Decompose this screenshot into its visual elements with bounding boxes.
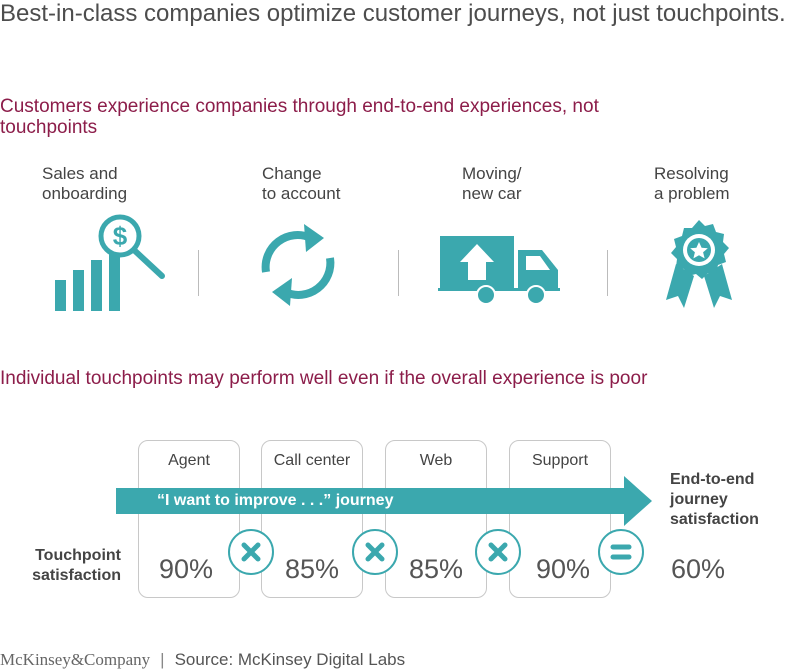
experience-label-change: Change to account — [262, 164, 340, 204]
touchpoint-card-agent — [138, 440, 240, 598]
multiply-operator — [352, 529, 398, 575]
touchpoint-label: Web — [419, 452, 453, 469]
mckinsey-logo: McKinsey&Company — [0, 650, 151, 669]
section-title-touchpoints: Individual touchpoints may perform well … — [0, 368, 648, 389]
experience-label-line: Change — [262, 164, 322, 183]
touchpoint-card-call-center — [261, 440, 363, 598]
experience-label-resolving: Resolving a problem — [654, 164, 730, 204]
moving-truck-icon — [438, 236, 560, 305]
equals-operator — [598, 529, 644, 575]
touchpoint-value: 85% — [284, 554, 340, 584]
touchpoint-value: 85% — [408, 554, 464, 584]
touchpoint-card-support — [509, 440, 611, 598]
end-to-end-label: End-to-end journey satisfaction — [670, 471, 759, 528]
experience-label-line: Moving/ — [462, 164, 522, 183]
refresh-cycle-icon — [261, 224, 335, 306]
experience-label-line: a problem — [654, 184, 730, 203]
svg-text:$: $ — [113, 221, 128, 251]
equals-icon — [610, 544, 632, 560]
divider — [198, 250, 199, 296]
touchpoint-label: Agent — [168, 452, 210, 469]
touchpoint-card-web — [385, 440, 487, 598]
experience-label-line: Resolving — [654, 164, 729, 183]
experience-label-line: new car — [462, 184, 522, 203]
award-ribbon-icon — [666, 220, 732, 308]
experience-label-moving: Moving/ new car — [462, 164, 522, 204]
page-title: Best-in-class companies optimize custome… — [0, 0, 786, 27]
multiply-operator — [228, 529, 274, 575]
touchpoint-label: Support — [531, 452, 589, 469]
section-title-experiences: Customers experience companies through e… — [0, 96, 599, 138]
touchpoint-value: 90% — [158, 554, 214, 584]
journey-arrow-label: “I want to improve . . .” journey — [157, 492, 394, 509]
divider — [398, 250, 399, 296]
touchpoint-satisfaction-label: Touchpoint satisfaction — [32, 547, 121, 584]
experience-label-line: Sales and — [42, 164, 118, 183]
touchpoint-label: Call center — [273, 452, 351, 469]
multiply-icon — [488, 542, 508, 562]
source-note: Source: McKinsey Digital Labs — [174, 650, 406, 669]
footer: McKinsey&Company | Source: McKinsey Digita… — [0, 650, 405, 670]
footer-separator: | — [160, 650, 165, 669]
experience-label-sales: Sales and onboarding — [42, 164, 127, 204]
bar-chart-dollar-magnifier-icon: $ — [55, 214, 165, 311]
experience-label-line: onboarding — [42, 184, 128, 203]
multiply-icon — [365, 542, 385, 562]
touchpoint-value: 90% — [535, 554, 591, 584]
multiply-icon — [241, 542, 261, 562]
divider — [607, 250, 608, 296]
journey-arrow — [116, 476, 652, 526]
end-to-end-value: 60% — [671, 554, 726, 584]
multiply-operator — [475, 529, 521, 575]
experience-label-line: to account — [262, 184, 341, 203]
